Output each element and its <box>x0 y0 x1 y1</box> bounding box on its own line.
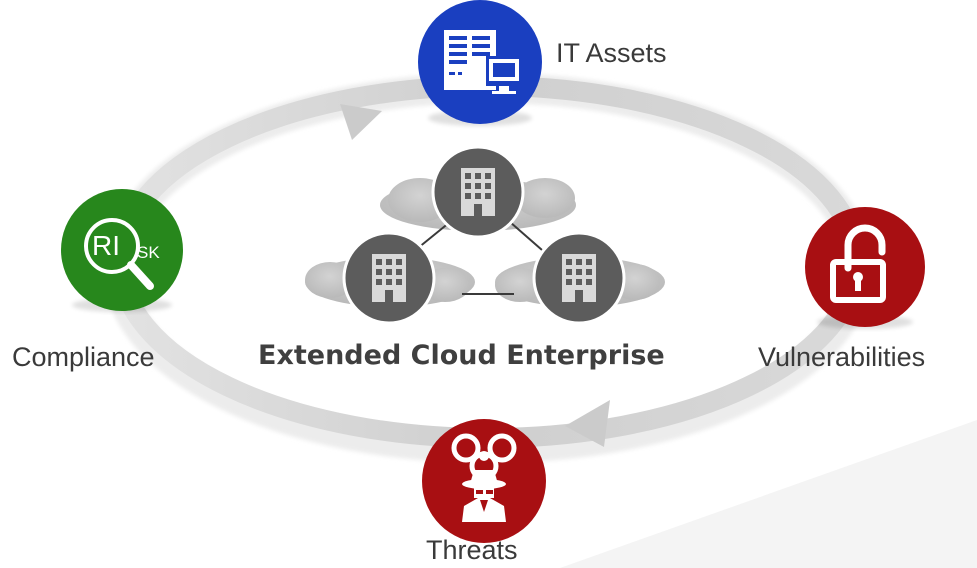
node-compliance <box>61 189 183 312</box>
risk-text-small: SK <box>137 243 160 262</box>
biohazard-spy-icon <box>451 433 517 522</box>
building-top <box>431 145 525 239</box>
building-icon <box>372 254 406 302</box>
node-threats <box>422 419 546 543</box>
node-it-assets <box>418 0 542 126</box>
node-vulnerabilities <box>805 207 925 329</box>
cycle-ring <box>103 73 873 463</box>
unlocked-padlock-icon <box>830 224 886 303</box>
building-icon <box>461 168 495 216</box>
ring-arrow-top-left <box>340 104 382 140</box>
risk-magnifier-icon <box>84 218 154 290</box>
building-left <box>342 231 436 325</box>
label-compliance: Compliance <box>12 342 155 372</box>
building-icon <box>562 254 596 302</box>
server-monitor-icon <box>444 30 522 94</box>
label-it-assets: IT Assets <box>556 38 667 68</box>
background-shading <box>560 420 977 568</box>
building-connectors <box>417 221 543 295</box>
center-title: Extended Cloud Enterprise <box>258 340 665 371</box>
risk-text-big: RI <box>92 230 120 261</box>
label-vulnerabilities: Vulnerabilities <box>758 342 926 372</box>
ring-arrow-bottom-right <box>565 400 610 447</box>
building-right <box>532 231 626 325</box>
label-threats: Threats <box>426 535 518 565</box>
